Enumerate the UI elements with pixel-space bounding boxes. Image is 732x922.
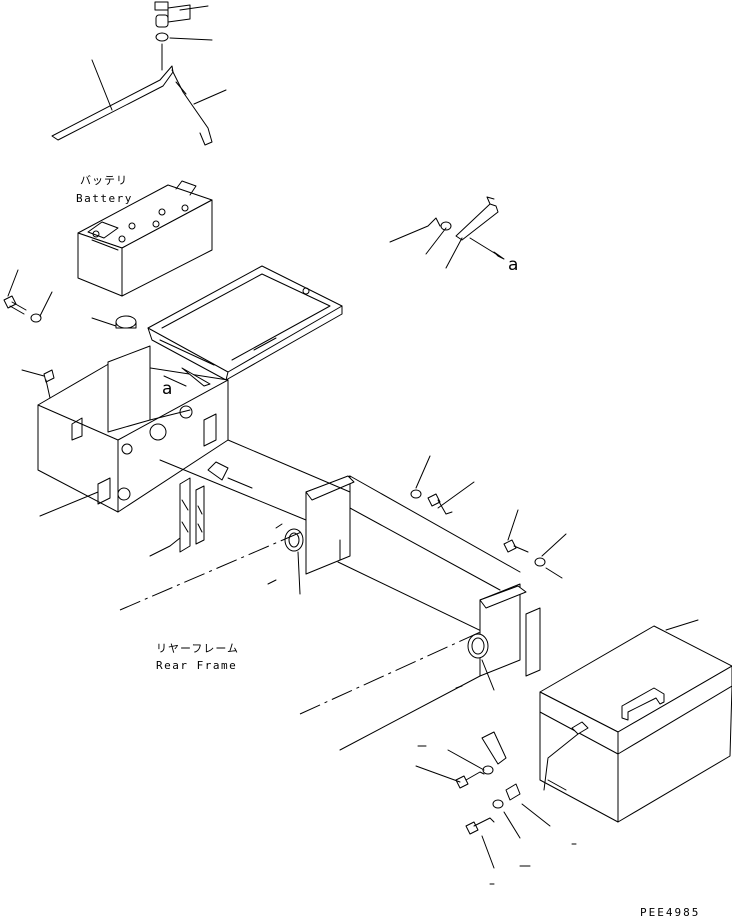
reference-a-upper: a xyxy=(508,255,518,275)
frame-grommet-2 xyxy=(467,633,489,659)
battery-label-en: Battery xyxy=(76,192,133,205)
frame-centerline-right xyxy=(299,613,521,715)
rear-frame-label-jp: リヤーフレーム xyxy=(156,642,239,655)
rear-frame-lower xyxy=(339,539,541,751)
battery-box xyxy=(37,315,229,517)
frame-bolts xyxy=(410,455,567,579)
nut-top xyxy=(154,1,169,11)
nut-sleeve xyxy=(167,4,191,23)
frame-centerline-left xyxy=(119,529,307,611)
tool-box xyxy=(539,619,732,823)
battery-label-jp: バッテリ xyxy=(80,174,128,187)
reference-a-lower: a xyxy=(162,379,172,399)
grommet-box xyxy=(207,461,229,481)
rear-frame xyxy=(159,439,521,641)
cable-bracket xyxy=(389,196,505,269)
nut-middle xyxy=(155,14,169,28)
support-brackets xyxy=(149,461,253,557)
battery-tray-cover xyxy=(147,265,343,381)
box-cap xyxy=(115,315,137,329)
rear-frame-label-en: Rear Frame xyxy=(156,659,237,672)
box-mounting-bolts xyxy=(3,269,55,399)
frame-grommet-1 xyxy=(284,528,304,552)
drawing-code: PEE4985 xyxy=(640,906,700,919)
washer-top xyxy=(155,32,169,42)
hold-down-bracket xyxy=(51,65,174,141)
arrow-a-lower xyxy=(181,367,211,387)
battery xyxy=(77,180,213,297)
hold-down-assembly xyxy=(51,1,227,146)
tool-box-hardware xyxy=(415,731,577,885)
